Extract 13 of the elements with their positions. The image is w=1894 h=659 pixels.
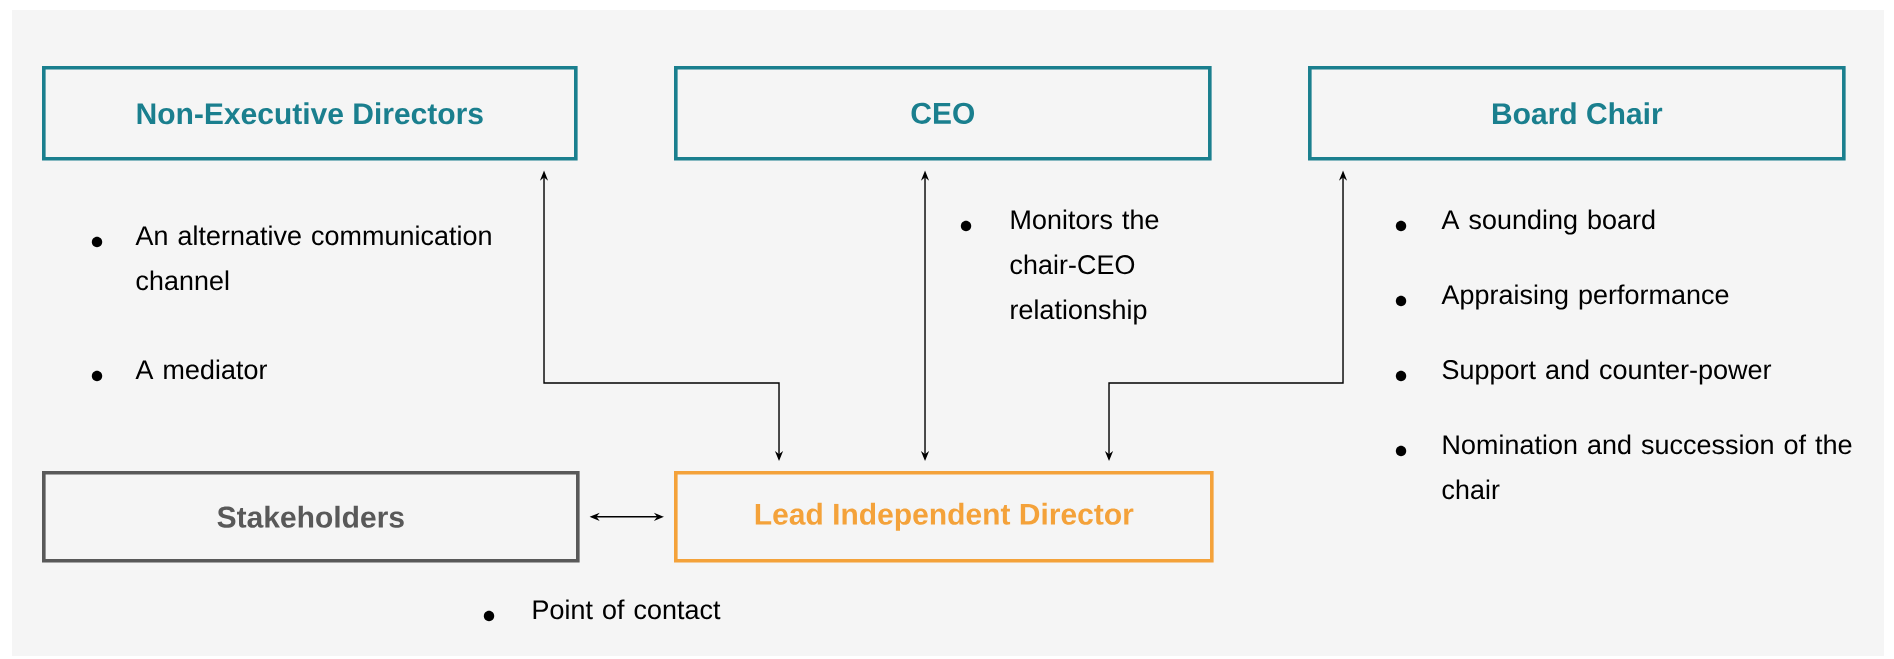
box: Lead Independent Director bbox=[674, 471, 1214, 563]
box: Board Chair bbox=[1308, 66, 1846, 161]
box: Non-Executive Directors bbox=[42, 66, 578, 161]
bullet-item: A sounding board bbox=[1395, 209, 1655, 235]
bullet-item: Appraising performance bbox=[1395, 284, 1729, 310]
bullet-item: A mediator bbox=[91, 359, 267, 382]
bullet-item: Support and counter-power bbox=[1395, 359, 1772, 385]
box: CEO bbox=[674, 66, 1212, 161]
bullet-item: Point of contact bbox=[483, 599, 721, 622]
bullet-item: Nomination and succession of the chair bbox=[1395, 434, 1852, 500]
bullet-item: Monitors the chair-CEO relationship bbox=[960, 209, 1159, 325]
bullet-item: An alternative communication channel bbox=[91, 225, 491, 291]
box: Stakeholders bbox=[42, 471, 580, 563]
